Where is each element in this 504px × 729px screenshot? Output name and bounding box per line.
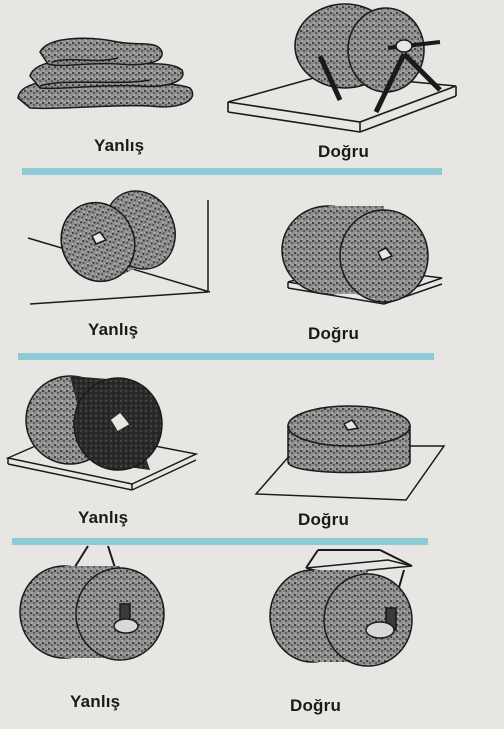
row3-right-reel-vertical	[256, 406, 444, 500]
row3-wrong-reel-flat	[8, 376, 196, 490]
row4-wrong-label: Yanlış	[70, 692, 120, 712]
row2-right-label: Doğru	[308, 324, 359, 344]
row2-right-reel-upright	[282, 206, 442, 304]
row1-wrong-label: Yanlış	[94, 136, 144, 156]
section-divider-3	[12, 538, 428, 545]
row4-right-reel-lifted-spreader	[270, 550, 412, 666]
row1-wrong-coiled-cable	[18, 38, 193, 108]
row2-wrong-reel-tilted	[28, 179, 210, 304]
row3-wrong-label: Yanlış	[78, 508, 128, 528]
row4-wrong-reel-lifted-single-sling	[20, 546, 164, 660]
row1-right-reel-on-stand	[228, 4, 456, 132]
row3-right-label: Doğru	[298, 510, 349, 530]
row2-wrong-label: Yanlış	[88, 320, 138, 340]
section-divider-1	[22, 168, 442, 175]
section-divider-2	[18, 353, 434, 360]
row4-right-label: Doğru	[290, 696, 341, 716]
row1-right-label: Doğru	[318, 142, 369, 162]
